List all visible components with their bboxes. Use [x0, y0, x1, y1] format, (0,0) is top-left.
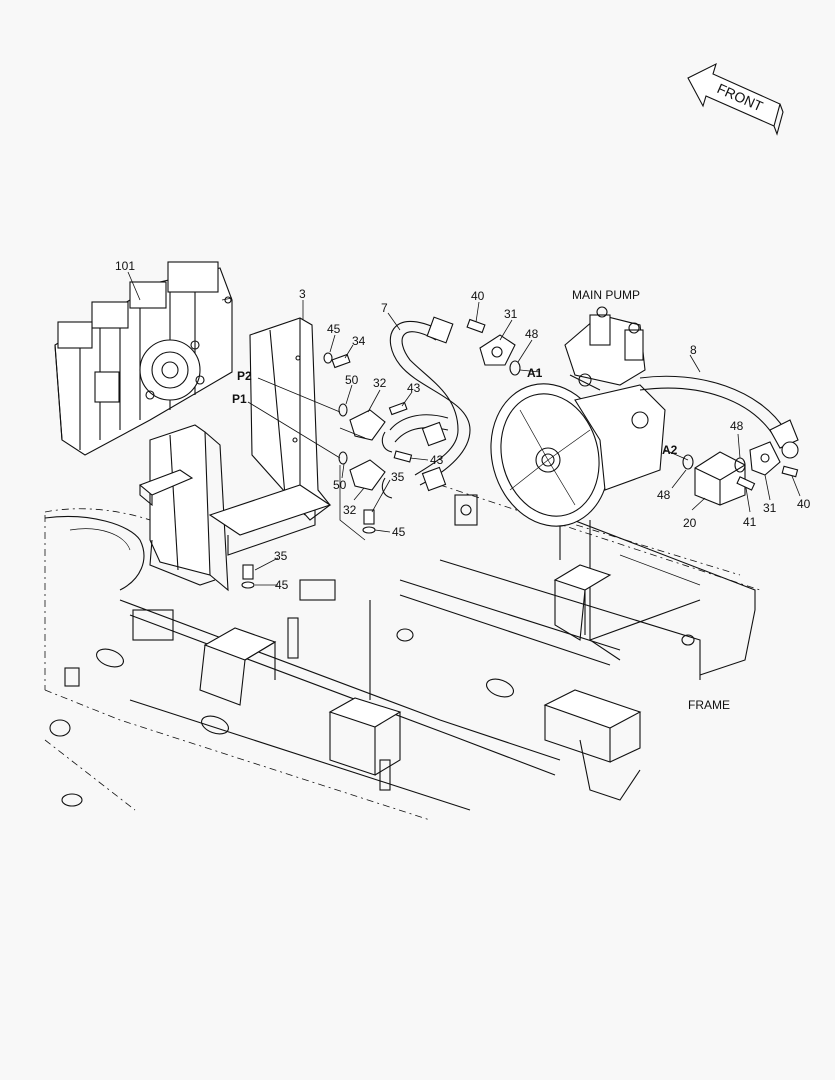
callout-40-top: 40 [471, 289, 485, 303]
callout-40-right: 40 [797, 497, 811, 511]
leader-lines [127, 271, 801, 586]
callout-35-left: 35 [274, 549, 288, 563]
callout-45-right: 45 [392, 525, 406, 539]
callout-48-top: 48 [525, 327, 539, 341]
control-valve [54, 261, 233, 456]
frame-label: FRAME [688, 698, 730, 712]
callout-8: 8 [690, 343, 697, 357]
callout-3: 3 [299, 287, 306, 301]
callout-31-right: 31 [763, 501, 777, 515]
front-arrow: FRONT [687, 62, 784, 136]
callout-43-bottom: 43 [430, 453, 444, 467]
main-pump [490, 306, 666, 527]
port-a2-label: A2 [662, 443, 678, 457]
callout-50-bottom: 50 [333, 478, 347, 492]
fittings [241, 318, 799, 589]
callout-43-top: 43 [407, 381, 421, 395]
hose-7 [381, 316, 471, 499]
callout-48-right-bottom: 48 [657, 488, 671, 502]
hose-8 [639, 375, 799, 459]
callout-101: 101 [115, 259, 135, 273]
callout-48-right-top: 48 [730, 419, 744, 433]
bracket [138, 317, 332, 592]
callout-20: 20 [683, 516, 697, 530]
callout-34: 34 [352, 334, 366, 348]
port-a1-label: A1 [527, 366, 543, 380]
callout-45-left: 45 [275, 578, 289, 592]
port-p1-label: P1 [232, 392, 247, 406]
callout-31-top: 31 [504, 307, 518, 321]
frame-structure [44, 484, 761, 821]
port-p2-label: P2 [237, 369, 252, 383]
main-pump-label: MAIN PUMP [572, 288, 640, 302]
callout-35-right: 35 [391, 470, 405, 484]
callout-50-top: 50 [345, 373, 359, 387]
callout-32-top: 32 [373, 376, 387, 390]
callout-7: 7 [381, 301, 388, 315]
callout-41: 41 [743, 515, 757, 529]
callout-45-top: 45 [327, 322, 341, 336]
text-labels: MAIN PUMP FRAME P2 P1 A1 A2 101 3 7 40 3… [115, 259, 811, 712]
callout-32-bottom: 32 [343, 503, 357, 517]
